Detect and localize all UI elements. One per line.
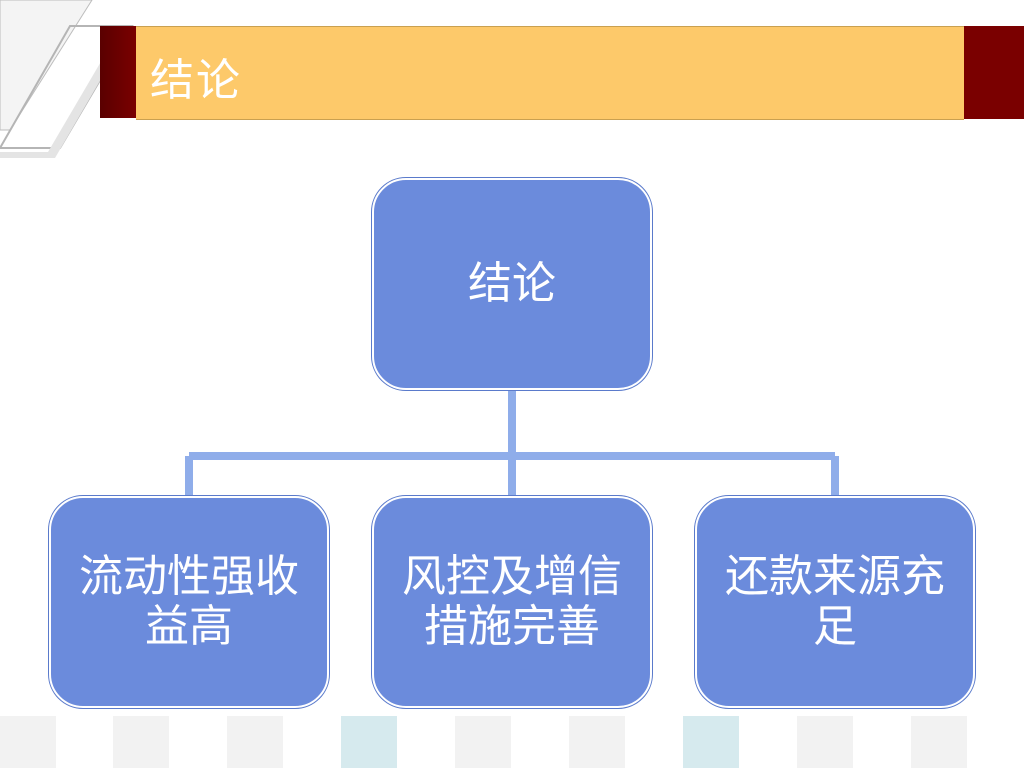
child-node-label: 还款来源充足 [725, 551, 945, 652]
footer-square [113, 716, 169, 768]
child-node-label: 风控及增信措施完善 [402, 551, 622, 652]
child-node-risk-control: 风控及增信措施完善 [372, 496, 652, 708]
slide-title: 结论 [150, 55, 242, 106]
footer-square [569, 716, 625, 768]
footer-square [683, 716, 739, 768]
footer-square [455, 716, 511, 768]
footer-decoration [0, 716, 1024, 768]
child-node-repayment: 还款来源充足 [695, 496, 975, 708]
footer-square [0, 716, 56, 768]
root-node-label: 结论 [468, 258, 556, 309]
root-node: 结论 [372, 178, 652, 390]
title-right-accent [964, 26, 1024, 119]
title-bar [136, 26, 964, 120]
footer-square [911, 716, 967, 768]
title-left-accent [100, 26, 136, 118]
footer-square [227, 716, 283, 768]
child-node-label: 流动性强收益高 [79, 551, 299, 652]
child-node-liquidity: 流动性强收益高 [49, 496, 329, 708]
footer-square [797, 716, 853, 768]
footer-square [341, 716, 397, 768]
